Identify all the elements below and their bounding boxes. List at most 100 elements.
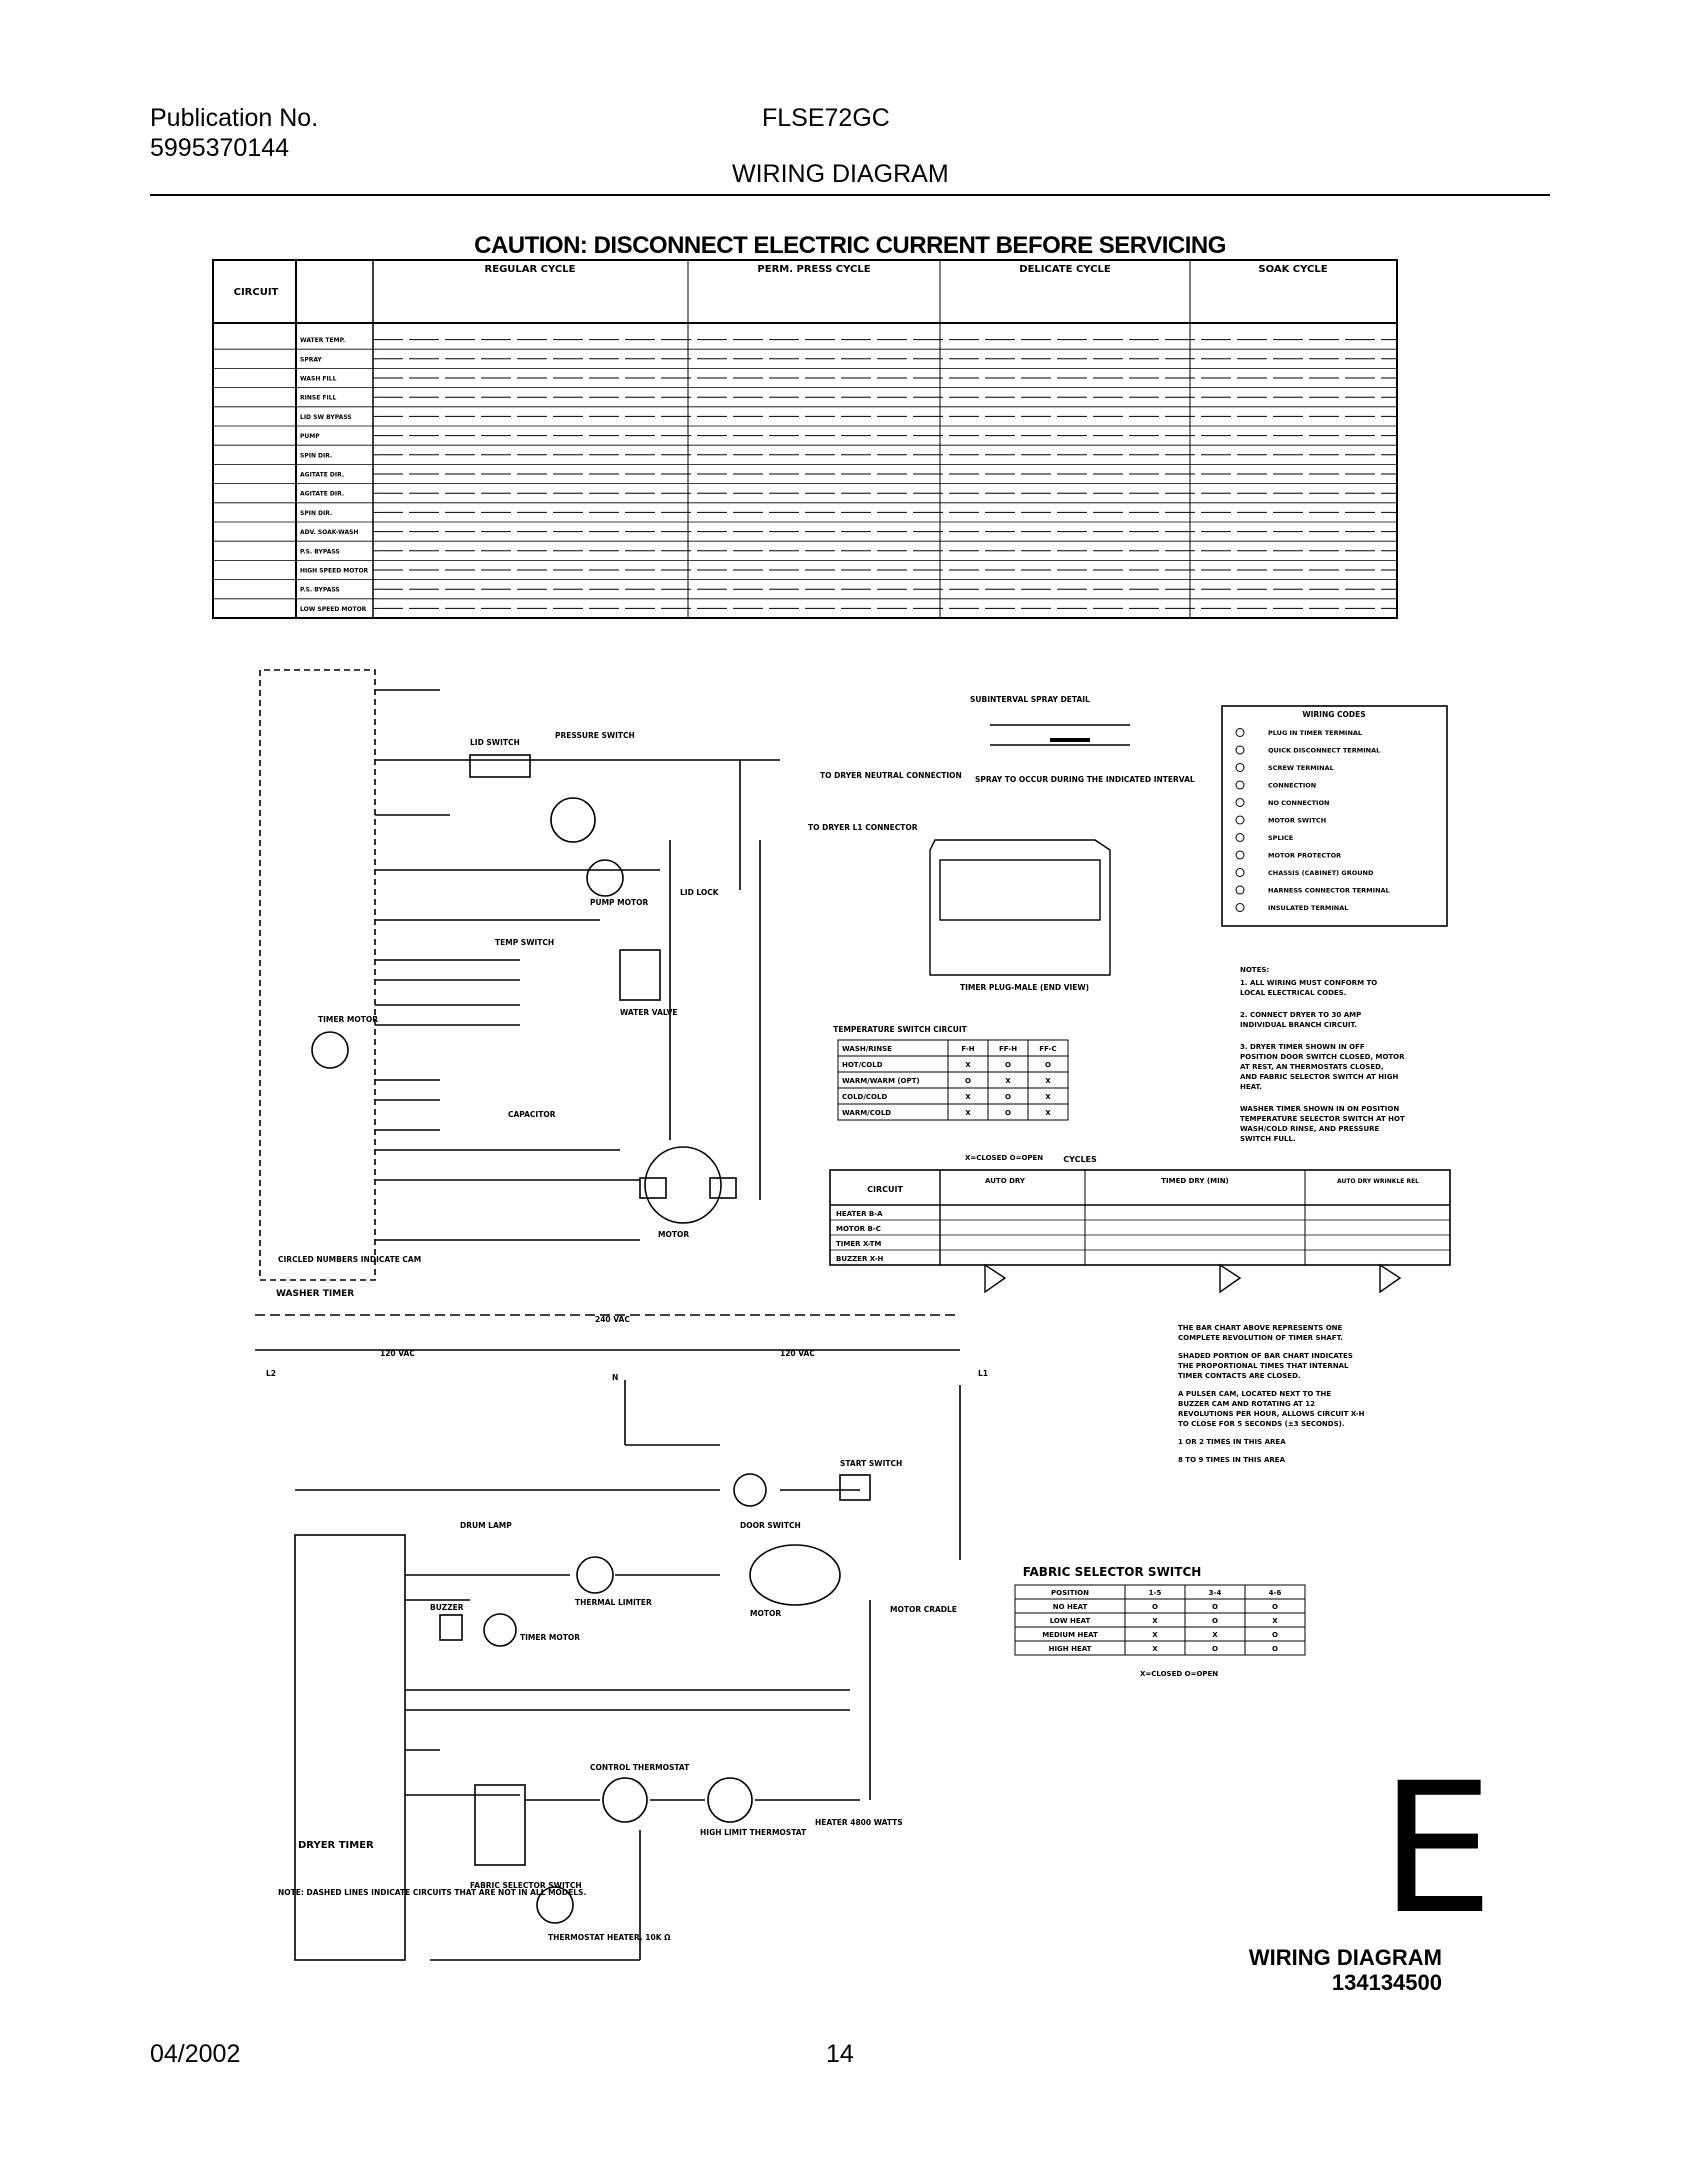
v120-left-label: 120 VAC — [380, 1349, 415, 1358]
note-line: 1. ALL WIRING MUST CONFORM TO — [1240, 979, 1377, 987]
wiring-code-symbol — [1235, 745, 1245, 755]
capacitor-label: CAPACITOR — [508, 1110, 556, 1119]
pressure-switch-label: PRESSURE SWITCH — [555, 731, 635, 740]
wiring-code-item: NO CONNECTION — [1268, 799, 1329, 807]
door-switch-label: DOOR SWITCH — [740, 1521, 801, 1530]
bar-note-line: 8 TO 9 TIMES IN THIS AREA — [1178, 1456, 1286, 1464]
auto-dry-wrinkle-label: AUTO DRY WRINKLE REL — [1337, 1178, 1419, 1185]
n-label: N — [612, 1373, 618, 1382]
bar-chart-notes: THE BAR CHART ABOVE REPRESENTS ONECOMPLE… — [1178, 1324, 1365, 1464]
thermostat-heater-label: THERMOSTAT HEATER, 10K Ω — [548, 1933, 671, 1942]
note-line: LOCAL ELECTRICAL CODES. — [1240, 989, 1346, 997]
fabric-table-cell — [1244, 1640, 1306, 1656]
dashed-lines-note: NOTE: DASHED LINES INDICATE CIRCUITS THA… — [278, 1888, 586, 1897]
wiring-code-item: PLUG IN TIMER TERMINAL — [1268, 729, 1362, 737]
bar-note-line: 1 OR 2 TIMES IN THIS AREA — [1178, 1438, 1286, 1446]
fabric-table-legend: X=CLOSED O=OPEN — [1140, 1670, 1218, 1678]
washer-schematic — [259, 669, 780, 1281]
temp-table-text: FF-C — [1039, 1045, 1056, 1053]
note-line: 2. CONNECT DRYER TO 30 AMP — [1240, 1011, 1361, 1019]
bar-note-line: SHADED PORTION OF BAR CHART INDICATES — [1178, 1352, 1353, 1360]
wiring-code-item: INSULATED TERMINAL — [1268, 904, 1348, 912]
dryer-cycle-chart: CYCLES CIRCUIT AUTO DRY TIMED DRY (MIN) … — [829, 1155, 1451, 1294]
page-title: WIRING DIAGRAM — [732, 160, 949, 188]
pump-motor-label: PUMP MOTOR — [590, 898, 648, 907]
auto-dry-label: AUTO DRY — [985, 1177, 1026, 1185]
fabric-table-text: X — [1152, 1631, 1158, 1639]
temp-table-legend: X=CLOSED O=OPEN — [965, 1154, 1043, 1162]
wiring-code-symbol — [1235, 798, 1245, 807]
cycle-title-perm-press: PERM. PRESS CYCLE — [757, 264, 870, 275]
wiring-code-item: CHASSIS (CABINET) GROUND — [1268, 869, 1374, 877]
heater-label: HEATER 4800 WATTS — [815, 1818, 903, 1827]
start-switch-label: START SWITCH — [840, 1459, 902, 1468]
circuit-label: P.S. BYPASS — [300, 548, 340, 555]
circuit-label: AGITATE DIR. — [300, 472, 344, 479]
bar-note-line: TO CLOSE FOR 5 SECONDS (±3 SECONDS). — [1178, 1420, 1345, 1428]
lid-switch-label: LID SWITCH — [470, 738, 520, 747]
wiring-code-item: MOTOR SWITCH — [1268, 817, 1326, 825]
wiring-code-symbol — [1235, 885, 1245, 895]
fabric-table-text: O — [1272, 1603, 1278, 1611]
dryer-motor-label: MOTOR — [750, 1609, 781, 1618]
fabric-table-text: 4-6 — [1269, 1589, 1282, 1597]
circuit-label: LOW SPEED MOTOR — [300, 606, 367, 613]
temp-switch-label: TEMP SWITCH — [495, 938, 554, 947]
bar-note-line: REVOLUTIONS PER HOUR, ALLOWS CIRCUIT X-H — [1178, 1410, 1365, 1418]
fabric-table-text: 1-5 — [1149, 1589, 1162, 1597]
timed-dry-label: TIMED DRY (MIN) — [1161, 1177, 1229, 1185]
note-line: SWITCH FULL. — [1240, 1135, 1296, 1143]
circuit-label: SPIN DIR. — [300, 510, 332, 517]
dryer-row-label: HEATER B-A — [836, 1210, 883, 1218]
caution-banner: CAUTION: DISCONNECT ELECTRIC CURRENT BEF… — [474, 232, 1226, 259]
circuit-header: CIRCUIT — [234, 287, 279, 298]
bar-note-line: A PULSER CAM, LOCATED NEXT TO THE — [1178, 1390, 1331, 1398]
washer-timer-label: WASHER TIMER — [276, 1289, 354, 1299]
fabric-table-text: O — [1212, 1603, 1218, 1611]
wiring-codes-title: WIRING CODES — [1302, 710, 1365, 719]
circuit-label: WATER TEMP. — [300, 337, 345, 344]
wiring-code-item: QUICK DISCONNECT TERMINAL — [1268, 747, 1380, 755]
v120-right-label: 120 VAC — [780, 1349, 815, 1358]
model-number: FLSE72GC — [762, 104, 890, 132]
fabric-table-text: X — [1212, 1631, 1218, 1639]
fabric-table-text: HIGH HEAT — [1049, 1645, 1092, 1653]
bar-note-line: THE PROPORTIONAL TIMES THAT INTERNAL — [1178, 1362, 1349, 1370]
wiring-code-item: SPLICE — [1268, 834, 1293, 842]
motor-cradle-label: MOTOR CRADLE — [890, 1605, 957, 1614]
note-line: 3. DRYER TIMER SHOWN IN OFF — [1240, 1043, 1365, 1051]
v240-label: 240 VAC — [595, 1315, 630, 1324]
dryer-labels: 240 VAC 120 VAC 120 VAC L1 L2 N DRUM LAM… — [266, 1315, 988, 1942]
timer-plug-label: TIMER PLUG-MALE (END VIEW) — [960, 983, 1089, 992]
spray-detail-labels: SUBINTERVAL SPRAY DETAIL SPRAY TO OCCUR … — [960, 695, 1195, 992]
dryer-row-label: BUZZER X-H — [836, 1255, 884, 1263]
wiring-code-symbol — [1235, 728, 1245, 737]
temp-table-text: X — [965, 1109, 971, 1117]
wiring-code-symbol — [1235, 833, 1245, 842]
temp-table-text: X — [1005, 1077, 1011, 1085]
control-thermostat-label: CONTROL THERMOSTAT — [590, 1763, 690, 1772]
bar-note-line: COMPLETE REVOLUTION OF TIMER SHAFT. — [1178, 1334, 1343, 1342]
diagram-label: WIRING DIAGRAM — [1248, 1945, 1442, 1970]
high-limit-label: HIGH LIMIT THERMOSTAT — [700, 1828, 807, 1837]
note-line: POSITION DOOR SWITCH CLOSED, MOTOR — [1240, 1053, 1405, 1061]
footer-page: 14 — [826, 2040, 854, 2068]
wiring-code-item: SCREW TERMINAL — [1268, 764, 1334, 772]
lid-lock-label: LID LOCK — [680, 888, 720, 897]
temp-table-text: WARM/WARM (OPT) — [842, 1077, 920, 1085]
fabric-table-text: X — [1152, 1645, 1158, 1653]
dryer-row-label: MOTOR B-C — [836, 1225, 881, 1233]
pulser-markers — [984, 1263, 1402, 1294]
fabric-table-text: MEDIUM HEAT — [1042, 1631, 1098, 1639]
wiring-code-symbol — [1235, 815, 1245, 825]
header-rule — [150, 194, 1550, 196]
wiring-code-item: CONNECTION — [1268, 782, 1316, 790]
temp-table-text: X — [1045, 1109, 1051, 1117]
temp-table-text: X — [965, 1061, 971, 1069]
temp-table-text: X — [965, 1093, 971, 1101]
fabric-selector-label: FABRIC SELECTOR SWITCH — [470, 1881, 582, 1890]
note-line: WASHER TIMER SHOWN IN ON POSITION — [1240, 1105, 1399, 1113]
circuit-label: RINSE FILL — [300, 395, 337, 402]
fabric-table-text: LOW HEAT — [1050, 1617, 1091, 1625]
